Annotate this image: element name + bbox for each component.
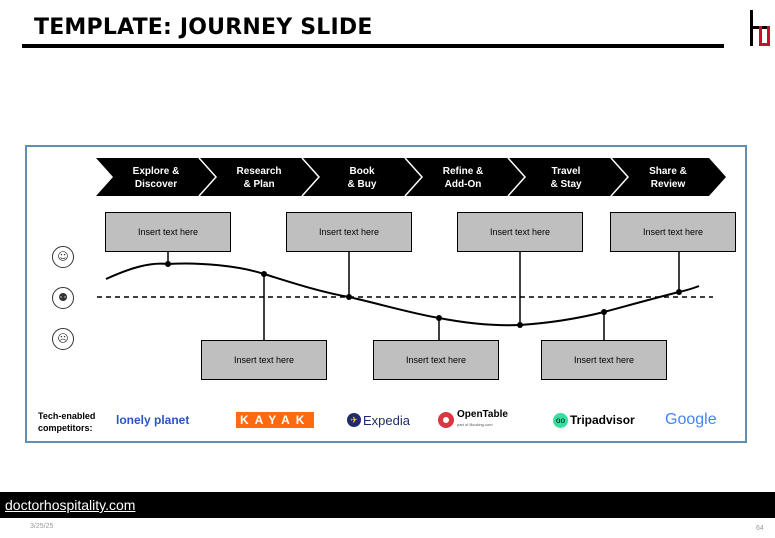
text-box-top-1[interactable]: Insert text here (105, 212, 231, 252)
stage-label-refine: Refine & Add-On (442, 166, 484, 190)
chevron-stage-2 (199, 158, 319, 196)
tripadvisor-owl-icon: oo (553, 412, 568, 428)
text-box-top-4[interactable]: Insert text here (610, 212, 736, 252)
slide-date: 3/25/25 (30, 523, 54, 530)
stage-label-travel: Travel & Stay (550, 166, 582, 190)
emotion-curve (105, 262, 700, 327)
stage-label-book: Book & Buy (347, 166, 377, 190)
chevron-stage-5 (508, 158, 628, 196)
curve-point (346, 294, 352, 300)
title-underline (22, 44, 724, 48)
journey-frame (25, 145, 747, 443)
curve-point (676, 289, 682, 295)
opentable-logo: OpenTable part of Booking.com (438, 410, 508, 430)
expedia-logo: ✈ Expedia (347, 410, 410, 430)
opentable-dot-icon (438, 412, 454, 428)
stage-label-explore: Explore & Discover (132, 166, 180, 190)
tripadvisor-logo: oo Tripadvisor (553, 410, 635, 430)
competitors-label: Tech-enabled competitors: (38, 411, 96, 433)
text-box-bottom-1[interactable]: Insert text here (201, 340, 327, 380)
text-box-bottom-3[interactable]: Insert text here (541, 340, 667, 380)
chevron-stage-6 (611, 158, 726, 196)
expedia-plane-icon: ✈ (347, 413, 361, 427)
google-logo: Google (665, 411, 717, 428)
curve-point (165, 261, 171, 267)
chevron-stage-1 (96, 158, 216, 196)
sad-face-icon: ☹ (52, 328, 74, 350)
curve-point (261, 271, 267, 277)
stage-label-research: Research & Plan (236, 166, 282, 190)
stage-label-share: Share & Review (649, 166, 687, 190)
neutral-face-icon: ⚉ (52, 287, 74, 309)
footer-bar (0, 492, 775, 518)
slide-title: TEMPLATE: JOURNEY SLIDE (34, 15, 373, 40)
kayak-logo: KAYAK (236, 410, 315, 430)
curve-point (517, 322, 523, 328)
footer-website-link[interactable]: doctorhospitality.com (5, 497, 136, 513)
lonely-planet-logo: lonely planet (116, 413, 190, 427)
chevron-stage-4 (405, 158, 525, 196)
stage-chevrons (96, 157, 726, 197)
happy-face-icon: ☺ (52, 246, 74, 268)
text-box-top-3[interactable]: Insert text here (457, 212, 583, 252)
chevron-stage-3 (302, 158, 422, 196)
text-box-bottom-2[interactable]: Insert text here (373, 340, 499, 380)
page-number: 64 (756, 525, 764, 532)
doctor-hospitality-logo (750, 10, 770, 46)
curve-point (601, 309, 607, 315)
curve-point (436, 315, 442, 321)
text-box-top-2[interactable]: Insert text here (286, 212, 412, 252)
